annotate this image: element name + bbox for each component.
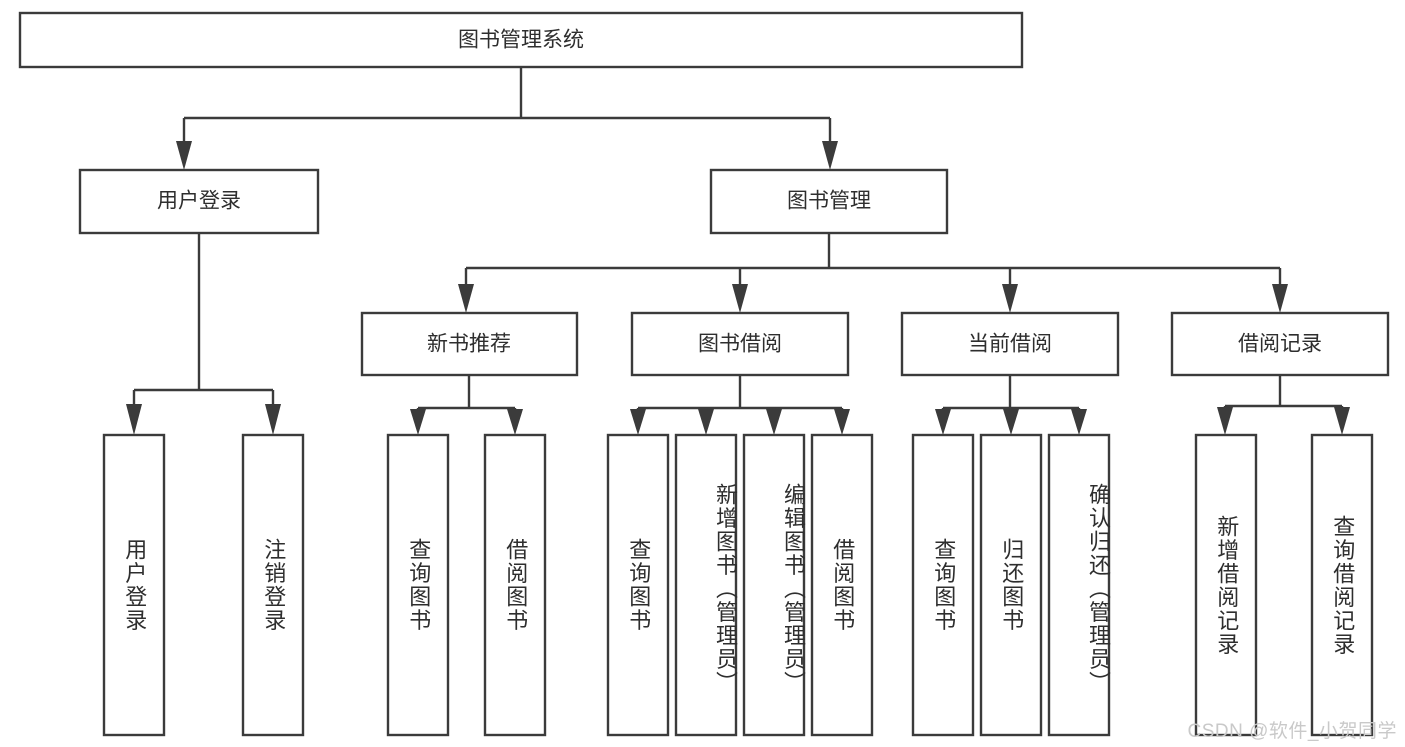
arrowhead-leaf-user-login	[126, 404, 142, 435]
arrowhead-leaf-query-borrow-record	[1334, 407, 1350, 435]
node-leaf-query-borrow-record[interactable]	[1310, 433, 1374, 737]
connector-layer	[126, 67, 1350, 435]
arrowhead-borrow-record	[1272, 284, 1288, 313]
arrowhead-leaf-add-book	[698, 409, 714, 435]
arrowhead-user-login	[176, 141, 192, 170]
node-leaf-borrow-book-2[interactable]	[810, 433, 874, 737]
node-borrow-record-label: 借阅记录	[1238, 333, 1322, 356]
node-current-borrow-label: 当前借阅	[968, 333, 1052, 356]
arrowhead-leaf-confirm-return	[1071, 409, 1087, 435]
arrowhead-leaf-add-borrow-record	[1217, 407, 1233, 435]
arrowhead-current-borrow	[1002, 284, 1018, 313]
node-new-book-recommend-label: 新书推荐	[427, 333, 511, 356]
node-new-book-recommend[interactable]	[360, 311, 579, 377]
node-book-management-label: 图书管理	[787, 190, 871, 213]
node-leaf-confirm-return[interactable]	[1047, 433, 1111, 737]
node-leaf-logout-login[interactable]	[241, 433, 305, 737]
node-leaf-add-book[interactable]	[674, 433, 738, 737]
node-book-management[interactable]	[709, 168, 949, 235]
node-leaf-user-login[interactable]	[102, 433, 166, 737]
node-root[interactable]	[18, 11, 1024, 69]
node-user-login[interactable]	[78, 168, 320, 235]
node-leaf-edit-book[interactable]	[742, 433, 806, 737]
arrowhead-new-book-recommend	[458, 284, 474, 313]
arrowhead-book-borrow	[732, 284, 748, 313]
arrowhead-book-management	[822, 141, 838, 170]
node-root-label: 图书管理系统	[458, 29, 584, 52]
arrowhead-leaf-borrow-book-2	[834, 409, 850, 435]
node-current-borrow[interactable]	[900, 311, 1120, 377]
node-borrow-record[interactable]	[1170, 311, 1390, 377]
arrowhead-leaf-query-book-2	[630, 409, 646, 435]
arrowhead-leaf-query-book-3	[935, 409, 951, 435]
arrowhead-leaf-borrow-book-1	[507, 409, 523, 435]
node-book-borrow-label: 图书借阅	[698, 333, 782, 356]
node-leaf-query-book-3[interactable]	[911, 433, 975, 737]
node-leaf-query-book-2[interactable]	[606, 433, 670, 737]
node-user-login-label: 用户登录	[157, 190, 241, 213]
arrowhead-leaf-edit-book	[766, 409, 782, 435]
csdn-watermark: CSDN @软件_小贺同学	[1187, 721, 1397, 742]
arrowhead-leaf-return-book	[1003, 409, 1019, 435]
node-layer: 图书管理系统 用户登录 图书管理 新书推荐 图书借阅 当前借阅 借阅记录	[18, 11, 1390, 737]
node-leaf-add-borrow-record[interactable]	[1194, 433, 1258, 737]
node-leaf-borrow-book-1[interactable]	[483, 433, 547, 737]
node-leaf-return-book[interactable]	[979, 433, 1043, 737]
arrowhead-leaf-query-book-1	[410, 409, 426, 435]
node-leaf-query-book-1[interactable]	[386, 433, 450, 737]
node-book-borrow[interactable]	[630, 311, 850, 377]
arrowhead-leaf-logout-login	[265, 404, 281, 435]
